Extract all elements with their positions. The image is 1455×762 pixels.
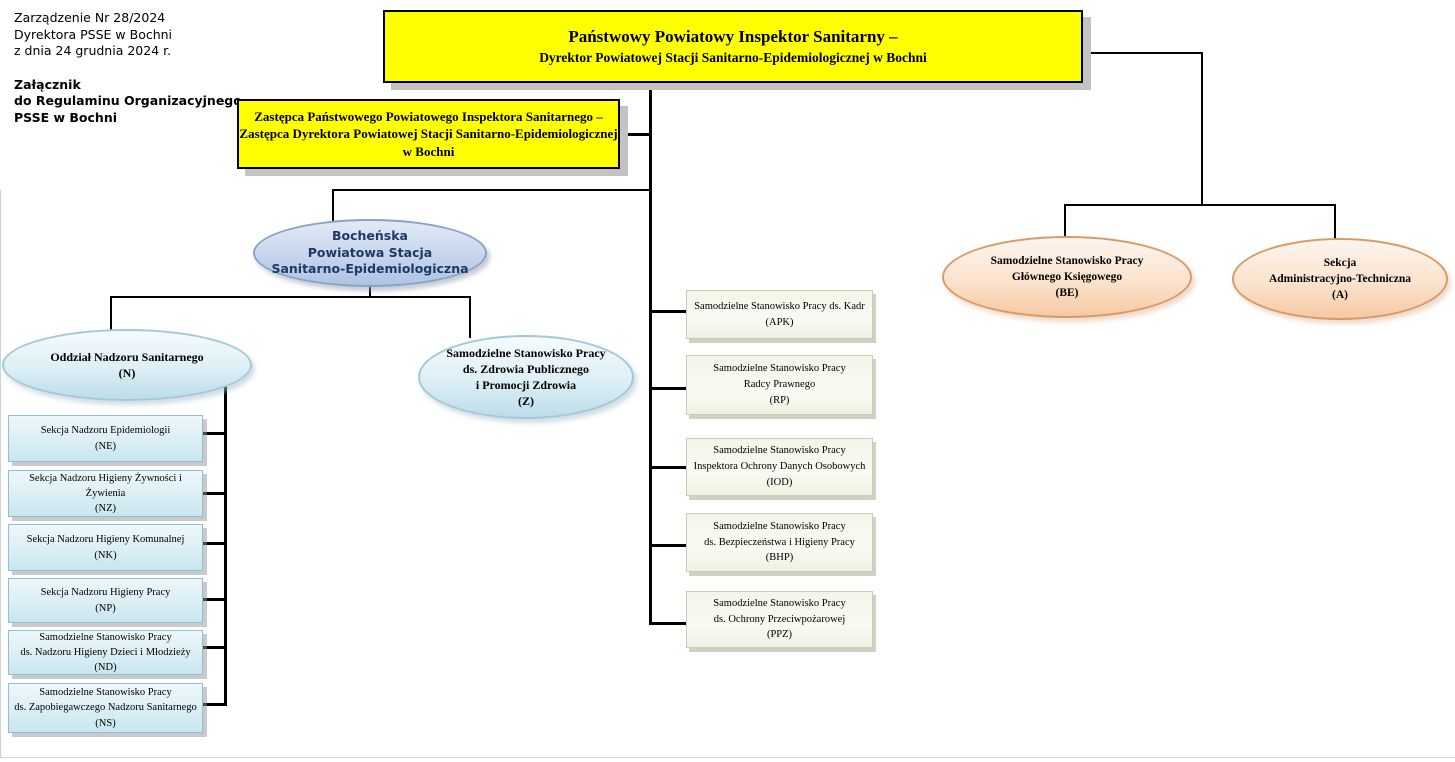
ellipse-administracja-line: Administracyjno-Techniczna	[1268, 272, 1412, 285]
left-box-NZ: Sekcja Nadzoru Higieny Żywności i Żywien…	[8, 470, 203, 517]
middle-box-code: (APK)	[765, 316, 794, 328]
node-deputy-line: Zastępca Państwowego Powiatowego Inspekt…	[254, 108, 603, 124]
connector-line	[369, 285, 371, 298]
ellipse-ksiegowy-line: Głównego Księgowego	[1011, 270, 1123, 283]
left-box-line: Sekcja Nadzoru Higieny Żywności i Żywien…	[29, 472, 182, 499]
annotation-block: Zarządzenie Nr 28/2024 Dyrektora PSSE w …	[14, 10, 264, 126]
node-inspector-title: Państwowy Powiatowy Inspektor Sanitarny …	[568, 27, 898, 47]
ellipse-administracyjno-techniczna: Sekcja Administracyjno-Techniczna (A)	[1232, 238, 1448, 320]
connector-line	[1334, 204, 1336, 242]
ellipse-zdrowie-line: i Promocji Zdrowia	[475, 378, 577, 392]
ellipse-zdrowie-line: ds. Zdrowia Publicznego	[462, 361, 590, 376]
connector-line	[620, 133, 652, 136]
connector-line	[200, 646, 226, 649]
node-inspector-subtitle: Dyrektor Powiatowej Stacji Sanitarno-Epi…	[539, 50, 927, 66]
left-box-line: Sekcja Nadzoru Epidemiologii	[40, 425, 171, 437]
connector-line	[650, 310, 686, 313]
connector-line	[650, 544, 686, 547]
annotation-attachment-line: Załącznik	[14, 76, 81, 92]
annotation-order-line: Zarządzenie Nr 28/2024	[14, 10, 166, 25]
left-box-NS: Samodzielne Stanowisko Pracy ds. Zapobie…	[8, 683, 203, 733]
left-box-code: (NZ)	[95, 503, 116, 515]
left-box-ND: Samodzielne Stanowisko Pracy ds. Nadzoru…	[8, 630, 203, 675]
ellipse-station-line: Sanitarno-Epidemiologiczna	[271, 261, 469, 277]
ellipse-station-line: Bocheńska	[332, 228, 408, 244]
ellipse-oddzial-code: (N)	[118, 366, 136, 380]
connector-line	[650, 622, 686, 625]
connector-line	[650, 387, 686, 390]
left-box-code: (NS)	[95, 717, 116, 729]
middle-box-line: Radcy Prawnego	[743, 379, 816, 391]
middle-box-IOD: Samodzielne Stanowisko Pracy Inspektora …	[686, 438, 873, 496]
left-box-line: Samodzielne Stanowisko Pracy	[39, 631, 172, 643]
annotation-attachment-line: do Regulaminu Organizacyjnego	[14, 93, 242, 108]
ellipse-oddzial-line: Oddział Nadzoru Sanitarnego	[50, 349, 204, 364]
connector-line	[1201, 52, 1203, 206]
ellipse-ksiegowy-code: (BE)	[1055, 287, 1079, 300]
left-box-code: (NK)	[94, 549, 117, 561]
left-box-NK: Sekcja Nadzoru Higieny Komunalnej (NK)	[8, 524, 203, 571]
ellipse-oddzial-nadzoru: Oddział Nadzoru Sanitarnego (N)	[2, 329, 252, 401]
middle-box-APK: Samodzielne Stanowisko Pracy ds. Kadr (A…	[686, 290, 873, 339]
middle-box-line: Samodzielne Stanowisko Pracy	[713, 520, 846, 532]
connector-line	[469, 296, 471, 338]
middle-box-line: Samodzielne Stanowisko Pracy	[713, 597, 846, 609]
page-edge-bottom	[0, 757, 1455, 758]
middle-box-BHP: Samodzielne Stanowisko Pracy ds. Bezpiec…	[686, 513, 873, 572]
page-edge-left	[0, 190, 1, 758]
ellipse-zdrowie-code: (Z)	[518, 394, 534, 409]
ellipse-glowny-ksiegowy: Samodzielne Stanowisko Pracy Głównego Ks…	[942, 236, 1192, 318]
connector-line	[649, 84, 652, 625]
ellipse-ksiegowy-line: Samodzielne Stanowisko Pracy	[990, 254, 1144, 267]
connector-line	[200, 492, 226, 495]
middle-box-code: (PPZ)	[766, 629, 793, 641]
connector-line	[1085, 52, 1203, 54]
connector-line	[110, 296, 112, 333]
left-box-NE: Sekcja Nadzoru Epidemiologii (NE)	[8, 415, 203, 462]
connector-line	[1064, 204, 1066, 240]
ellipse-station-line: Powiatowa Stacja	[307, 244, 433, 260]
connector-line	[200, 598, 226, 601]
connector-line	[332, 189, 334, 221]
left-box-code: (NE)	[95, 440, 116, 452]
middle-box-code: (RP)	[769, 394, 790, 406]
ellipse-zdrowie-publiczne: Samodzielne Stanowisko Pracy ds. Zdrowia…	[418, 335, 634, 419]
annotation-order-line: Dyrektora PSSE w Bochni	[14, 26, 173, 42]
middle-box-line: Samodzielne Stanowisko Pracy	[713, 363, 846, 375]
left-box-line: ds. Nadzoru Higieny Dzieci i Młodzieży	[20, 646, 191, 658]
annotation-attachment-line: PSSE w Bochni	[14, 109, 118, 125]
left-box-code: (ND)	[94, 662, 117, 674]
connector-line	[1064, 204, 1336, 206]
ellipse-administracja-code: (A)	[1332, 289, 1348, 302]
middle-box-line: Samodzielne Stanowisko Pracy ds. Kadr	[694, 300, 865, 312]
connector-line	[650, 466, 686, 469]
ellipse-zdrowie-line: Samodzielne Stanowisko Pracy	[446, 345, 606, 360]
left-box-line: Sekcja Nadzoru Higieny Komunalnej	[26, 534, 185, 546]
annotation-order-line: z dnia 24 grudnia 2024 r.	[14, 43, 172, 58]
connector-line	[333, 189, 651, 191]
left-box-line: Sekcja Nadzoru Higieny Pracy	[40, 587, 171, 599]
middle-box-line: ds. Ochrony Przeciwpożarowej	[713, 613, 846, 625]
middle-box-line: Samodzielne Stanowisko Pracy	[713, 445, 846, 457]
node-deputy: Zastępca Państwowego Powiatowego Inspekt…	[237, 99, 620, 169]
connector-line	[200, 542, 226, 545]
node-deputy-line: w Bochni	[402, 143, 455, 159]
left-box-line: Samodzielne Stanowisko Pracy	[39, 687, 172, 699]
middle-box-code: (BHP)	[765, 552, 794, 564]
middle-box-PPZ: Samodzielne Stanowisko Pracy ds. Ochrony…	[686, 591, 873, 648]
ellipse-station: Bocheńska Powiatowa Stacja Sanitarno-Epi…	[253, 219, 487, 287]
middle-box-RP: Samodzielne Stanowisko Pracy Radcy Prawn…	[686, 355, 873, 415]
node-inspector: Państwowy Powiatowy Inspektor Sanitarny …	[383, 10, 1083, 83]
left-box-NP: Sekcja Nadzoru Higieny Pracy (NP)	[8, 578, 203, 623]
connector-line	[200, 432, 226, 435]
ellipse-administracja-line: Sekcja	[1323, 256, 1357, 269]
middle-box-code: (IOD)	[766, 476, 793, 488]
connector-line	[200, 703, 227, 706]
left-box-code: (NP)	[95, 602, 116, 614]
node-deputy-line: Zastępca Dyrektora Powiatowej Stacji San…	[239, 126, 618, 142]
middle-box-line: ds. Bezpieczeństwa i Higieny Pracy	[704, 536, 855, 548]
left-box-line: ds. Zapobiegawczego Nadzoru Sanitarnego	[14, 702, 197, 714]
middle-box-line: Inspektora Ochrony Danych Osobowych	[693, 461, 866, 473]
connector-line	[110, 296, 471, 298]
